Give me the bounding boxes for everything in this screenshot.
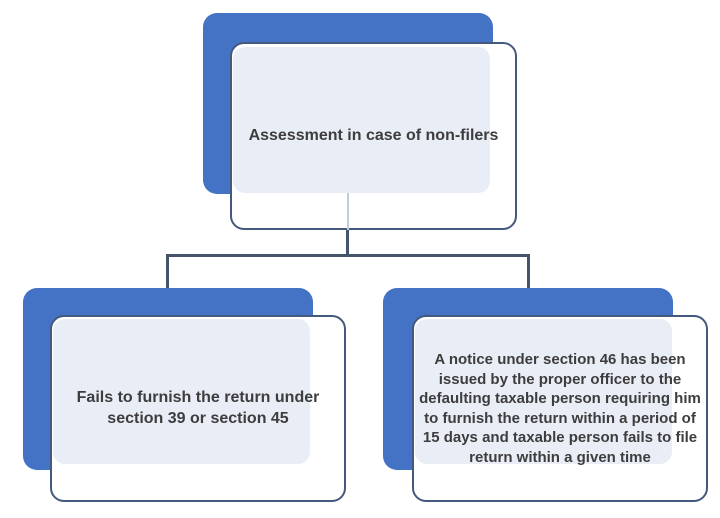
- connector-root-stem: [346, 228, 349, 257]
- connector-drop-left: [166, 254, 169, 290]
- connector-drop-right: [527, 254, 530, 290]
- node-root-panel: [233, 47, 490, 193]
- connector-root-stem-faint: [347, 193, 349, 230]
- node-child-2-label: A notice under section 46 has been issue…: [419, 351, 701, 466]
- node-child-1-label: Fails to furnish the return under sectio…: [76, 388, 320, 427]
- node-child-1: Fails to furnish the return under sectio…: [23, 288, 349, 504]
- node-child-2-panel: [415, 319, 672, 464]
- node-child-2: A notice under section 46 has been issue…: [383, 288, 710, 504]
- node-child-1-panel: [53, 319, 310, 464]
- connector-rail: [166, 254, 530, 257]
- node-root-label: Assessment in case of non-filers: [248, 127, 499, 144]
- node-root: Assessment in case of non-filers: [203, 13, 520, 232]
